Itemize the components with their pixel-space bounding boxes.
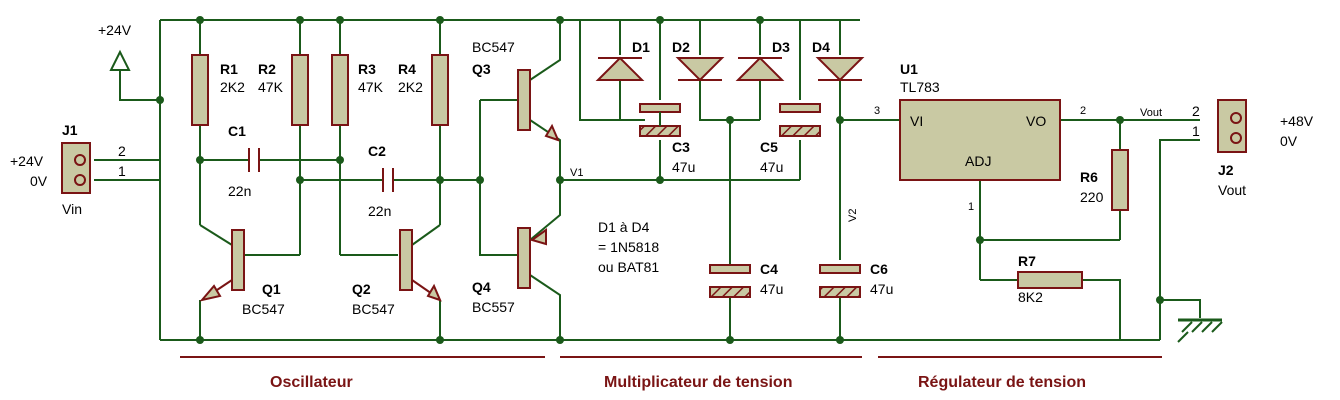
u1-pin-vi: 3 [874,105,880,117]
regulator-u1: U1 TL783 VI VO ADJ 3 2 1 [874,61,1086,213]
capacitor-c3: C3 47u [639,103,695,175]
resistor-r1: R1 2K2 [191,54,245,126]
q1-type: BC547 [242,301,285,317]
transistor-q1: Q1 BC547 [199,229,285,317]
q2-ref: Q2 [352,281,371,297]
j2-label-top: +48V [1280,113,1314,129]
net-v1: V1 [570,167,583,179]
c1-ref: C1 [228,123,246,139]
capacitor-c4: C4 47u [709,261,783,298]
r7-value: 8K2 [1018,289,1043,305]
c3-ref: C3 [672,139,690,155]
vcc-symbol: +24V [98,22,132,71]
connector-j1: J1 Vin 2 1 +24V 0V [10,122,126,217]
c4-value: 47u [760,281,783,297]
section-multiplier: Multiplicateur de tension [604,374,792,391]
r1-value: 2K2 [220,79,245,95]
r2-ref: R2 [258,61,276,77]
j1-pin2: 2 [118,143,126,159]
capacitor-c2: C2 22n [368,143,394,219]
q4-ref: Q4 [472,279,491,295]
transistor-q4: Q4 BC557 [472,227,547,315]
d3-ref: D3 [772,39,790,55]
r1-ref: R1 [220,61,238,77]
j1-label-top: +24V [10,153,44,169]
diode-note-line2: = 1N5818 [598,239,659,255]
diode-d1: D1 [595,39,650,81]
d2-ref: D2 [672,39,690,55]
c6-ref: C6 [870,261,888,277]
diode-note-line3: ou BAT81 [598,259,659,275]
j1-pin1: 1 [118,163,126,179]
u1-type: TL783 [900,79,940,95]
connector-j2: J2 Vout 2 1 +48V 0V Vout [1140,99,1314,198]
r6-ref: R6 [1080,169,1098,185]
j2-name: Vout [1218,182,1246,198]
r3-ref: R3 [358,61,376,77]
ground-symbol [1177,318,1223,343]
u1-vi: VI [910,113,923,129]
c1-value: 22n [228,183,251,199]
diode-note-line1: D1 à D4 [598,219,650,235]
diode-d4: D4 [812,39,865,82]
capacitor-c6: C6 47u [819,261,893,298]
r2-value: 47K [258,79,284,95]
d1-ref: D1 [632,39,650,55]
q4-type: BC557 [472,299,515,315]
q2-type: BC547 [352,301,395,317]
resistor-r3: R3 47K [331,54,384,126]
u1-ref: U1 [900,61,918,77]
resistor-r2: R2 47K [258,54,309,126]
diode-note: D1 à D4 = 1N5818 ou BAT81 [598,219,659,275]
section-labels: Oscillateur Multiplicateur de tension Ré… [180,356,1162,391]
c5-ref: C5 [760,139,778,155]
d4-ref: D4 [812,39,830,55]
transistor-q2: Q2 BC547 [352,229,442,317]
j2-ref: J2 [1218,162,1234,178]
junctions [156,16,1164,344]
diode-d3: D3 [735,39,790,81]
r4-ref: R4 [398,61,416,77]
j2-pin2: 2 [1192,103,1200,119]
transistor-q3: BC547 Q3 [472,39,560,142]
section-oscillator: Oscillateur [270,374,353,391]
r4-value: 2K2 [398,79,423,95]
capacitor-c1: C1 22n [228,123,260,199]
c5-value: 47u [760,159,783,175]
net-v2: V2 [847,209,859,222]
u1-adj: ADJ [965,153,991,169]
r7-ref: R7 [1018,253,1036,269]
q3-type: BC547 [472,39,515,55]
capacitor-c5: C5 47u [760,103,821,175]
vcc-label: +24V [98,22,132,38]
vout-net-label: Vout [1140,107,1162,119]
resistor-r4: R4 2K2 [398,54,449,126]
resistor-r6: R6 220 [1080,149,1129,211]
j1-ref: J1 [62,122,78,138]
section-regulator: Régulateur de tension [918,374,1086,391]
c2-ref: C2 [368,143,386,159]
q1-ref: Q1 [262,281,281,297]
u1-pin-adj: 1 [968,201,974,213]
c3-value: 47u [672,159,695,175]
j2-label-bottom: 0V [1280,133,1298,149]
r6-value: 220 [1080,189,1104,205]
c6-value: 47u [870,281,893,297]
c2-value: 22n [368,203,391,219]
j1-name: Vin [62,201,82,217]
r3-value: 47K [358,79,384,95]
j1-label-bottom: 0V [30,173,48,189]
j2-pin1: 1 [1192,123,1200,139]
q3-ref: Q3 [472,61,491,77]
resistor-r7: R7 8K2 [1017,253,1083,305]
diode-d2: D2 [672,39,725,82]
u1-pin-vo: 2 [1080,105,1086,117]
u1-vo: VO [1026,113,1046,129]
c4-ref: C4 [760,261,778,277]
